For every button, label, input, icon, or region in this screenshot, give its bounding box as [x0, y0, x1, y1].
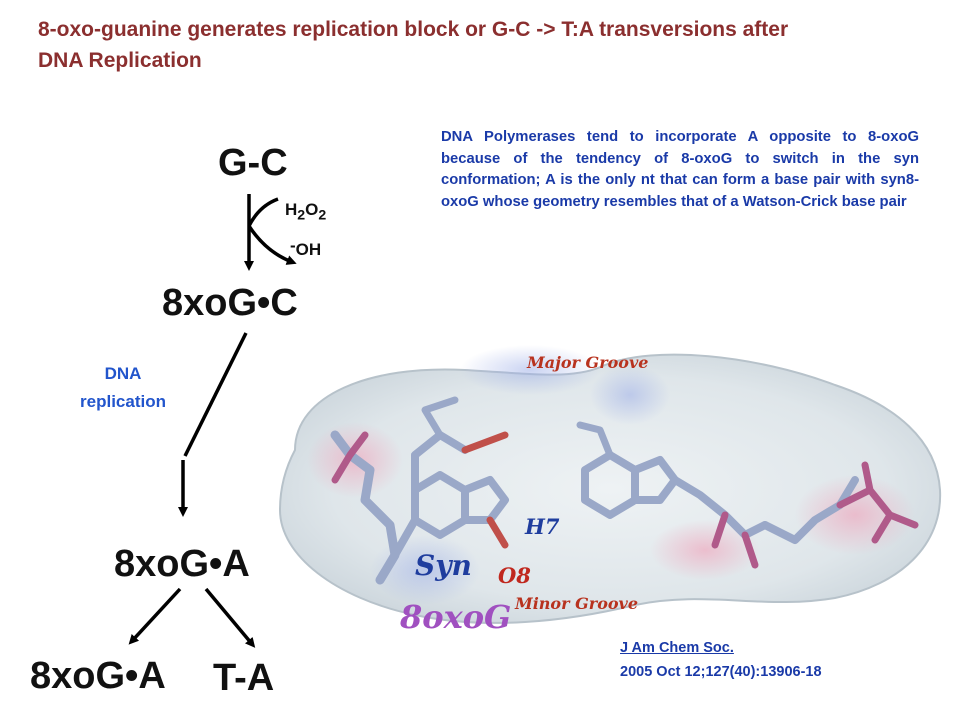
reagent-branch — [247, 197, 292, 262]
stick-model — [330, 396, 919, 585]
reagent-h2o2: H2O2 — [285, 200, 327, 224]
outcome-ta: T-A — [213, 657, 275, 699]
base-pair-gc: G-C — [218, 142, 288, 184]
base-pair-8xogc: 8xoG•C — [162, 282, 298, 324]
citation-detail: 2005 Oct 12;127(40):13906-18 — [620, 664, 822, 680]
outcome-8xoga: 8xoG•A — [30, 655, 166, 697]
outcome-left-arrow — [128, 587, 182, 645]
molecular-structure-image: Major Groove H7 Syn O8 Minor Groove 8oxo… — [278, 345, 942, 636]
dna-replication-label: DNA replication — [80, 364, 166, 411]
outcome-right-arrow — [204, 587, 256, 648]
reagent-hydroxyl: -OH — [290, 236, 322, 259]
minor-groove-label: Minor Groove — [514, 594, 638, 613]
citation-journal-link[interactable]: J Am Chem Soc. — [620, 640, 734, 656]
base-pair-8xoga: 8xoG•A — [114, 543, 250, 585]
mechanism-description: DNA Polymerases tend to incorporate A op… — [441, 129, 919, 210]
h7-label: H7 — [524, 514, 560, 539]
8oxog-label: 8oxoG — [399, 598, 511, 636]
slide-title: 8-oxo-guanine generates replication bloc… — [38, 18, 789, 72]
o8-label: O8 — [498, 563, 531, 588]
major-groove-label: Major Groove — [526, 353, 648, 372]
replication-line — [183, 332, 248, 457]
syn-label: Syn — [415, 549, 472, 582]
